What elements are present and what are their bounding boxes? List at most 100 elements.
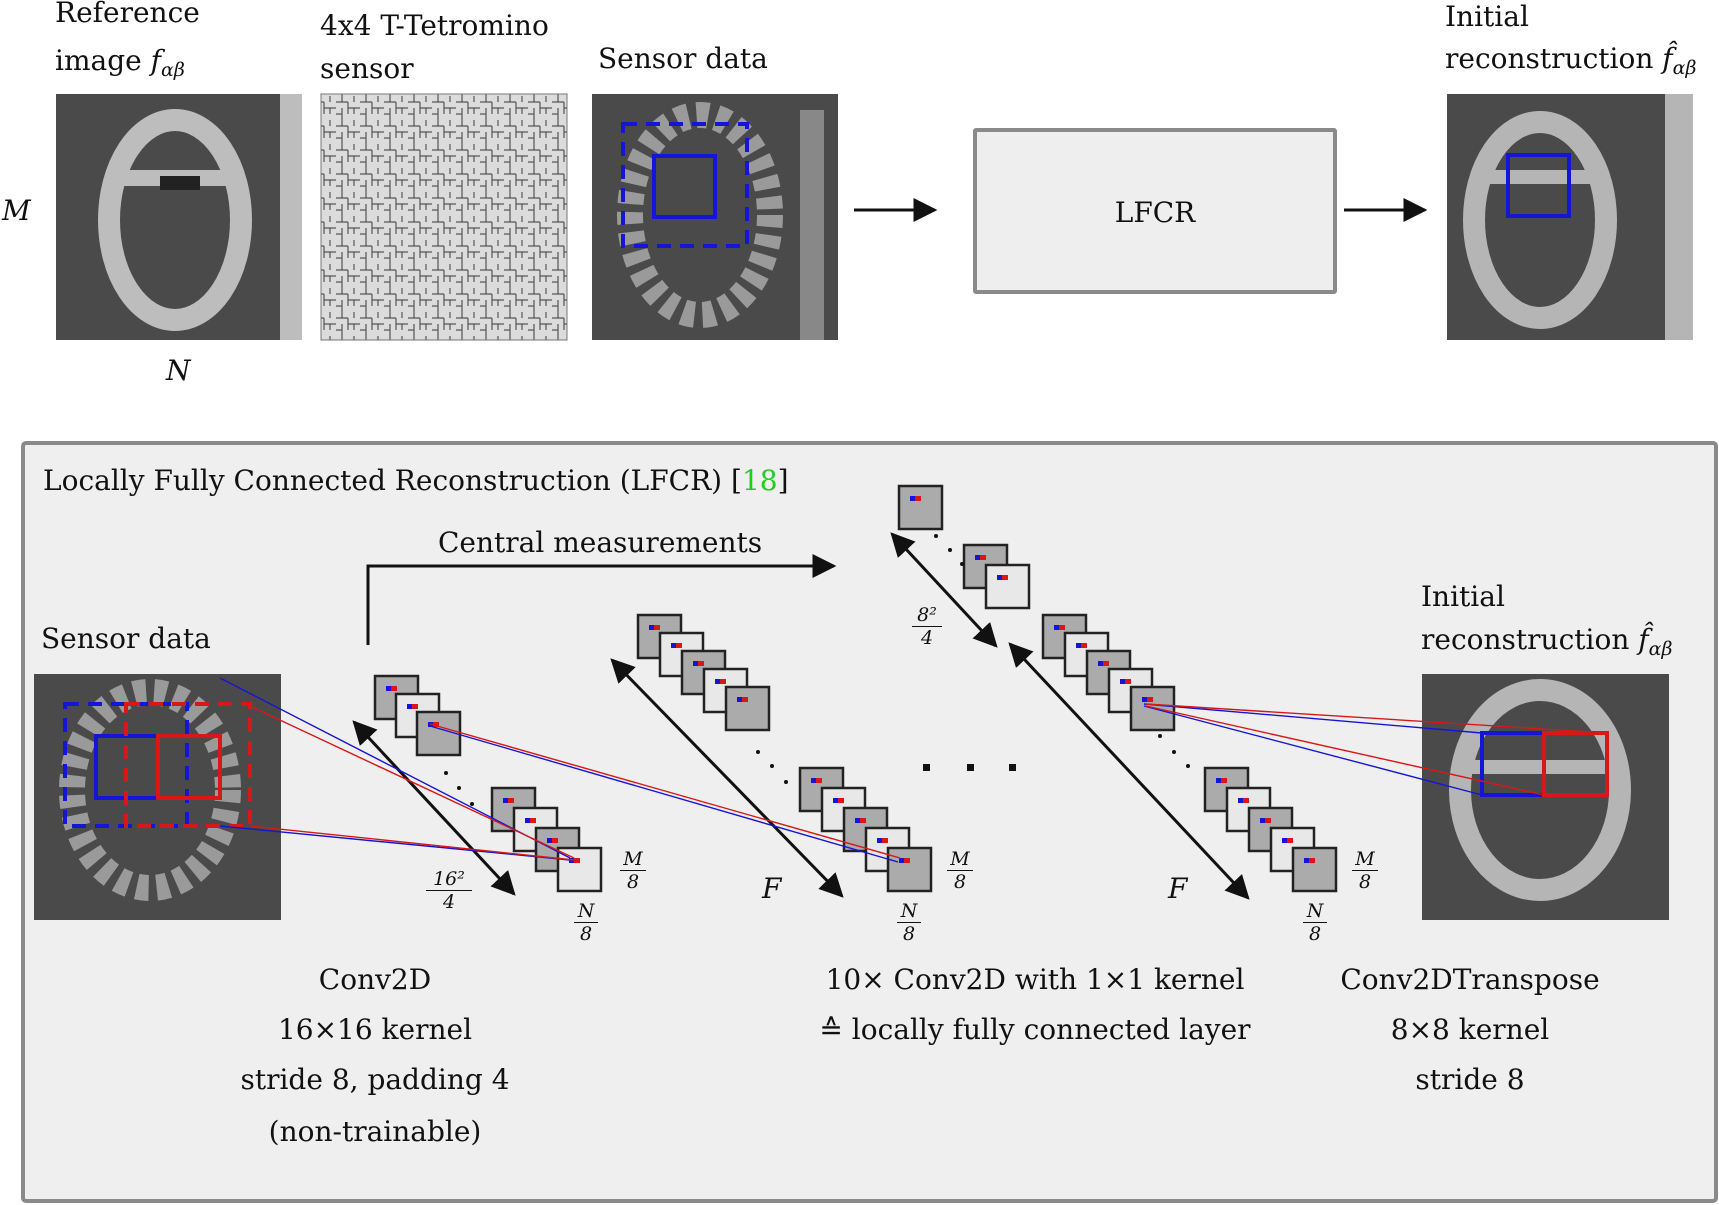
right-stack-b-pixel-blue-0 bbox=[1216, 778, 1221, 783]
mid-stack-a-pixel-blue-3 bbox=[715, 679, 720, 684]
central-measurements-arrow bbox=[366, 554, 837, 645]
mid-stack-a-pixel-blue-2 bbox=[693, 661, 698, 666]
mid-stack-b-pixel-blue-0 bbox=[811, 778, 816, 783]
central-stack-a-pixel-red-0 bbox=[915, 496, 921, 501]
conv-stack-b-pixel-red-1 bbox=[530, 818, 536, 823]
right-stack-b-pixel-blue-2 bbox=[1260, 818, 1265, 823]
right-stack-a-pixel-red-0 bbox=[1059, 625, 1065, 630]
mid-stack-a-pixel-blue-0 bbox=[649, 625, 654, 630]
frac-8-num: 8² bbox=[912, 604, 942, 627]
mid-stack-b-pixel-blue-1 bbox=[833, 798, 838, 803]
right-stack-b-pixel-red-2 bbox=[1265, 818, 1271, 823]
right-stack-b-pixel-blue-3 bbox=[1282, 838, 1287, 843]
connection-lines bbox=[219, 677, 1608, 863]
conv-stack-b-pixel-red-3 bbox=[574, 858, 580, 863]
recon-label-bottom-line1: Initial bbox=[1421, 580, 1505, 613]
mid-stack-a-pixel-red-4 bbox=[742, 697, 748, 702]
ellipsis-dots bbox=[444, 534, 1190, 806]
recon-bottom-symbol: f̂ bbox=[1638, 623, 1649, 656]
recon-bottom-label-text: reconstruction bbox=[1421, 623, 1630, 656]
f-label-right: F bbox=[1168, 872, 1188, 905]
right-stack-a-pixel-red-2 bbox=[1103, 661, 1109, 666]
lfcr-block-label: LFCR bbox=[1114, 196, 1196, 229]
central-stack-b-pixel-red-0 bbox=[980, 555, 986, 560]
right-stack-a-pixel-blue-4 bbox=[1142, 697, 1147, 702]
sensor-data-label: Sensor data bbox=[598, 42, 768, 75]
lfcr-block: LFCR bbox=[973, 128, 1337, 294]
tetromino-sensor-pattern bbox=[320, 93, 568, 341]
right-stack-a-pixel-blue-0 bbox=[1054, 625, 1059, 630]
dim-m-label: M bbox=[2, 194, 31, 227]
conv-stack-b-pixel-blue-2 bbox=[547, 838, 552, 843]
right-stack-b-pixel-red-0 bbox=[1221, 778, 1227, 783]
recon-bottom-subscript: αβ bbox=[1648, 638, 1673, 660]
sensor-pattern-label-line2: sensor bbox=[320, 52, 414, 85]
conv-stack-b-pixel-blue-0 bbox=[503, 798, 508, 803]
right-stack-b-pixel-red-4 bbox=[1309, 858, 1315, 863]
conv-stack-a-pixel-red-0 bbox=[391, 686, 397, 691]
right-stack-a-pixel-red-4 bbox=[1147, 697, 1153, 702]
initial-reconstruction-image bbox=[1447, 94, 1693, 340]
right-stack-a-pixel-red-3 bbox=[1125, 679, 1131, 684]
conv-stack-b-pixel-red-2 bbox=[552, 838, 558, 843]
arrow-f-mid bbox=[610, 658, 844, 898]
right-stack-b-map-4 bbox=[1291, 846, 1338, 893]
mid-caption-2: ≙ locally fully connected layer bbox=[819, 1013, 1251, 1046]
right-stack-b-pixel-blue-1 bbox=[1238, 798, 1243, 803]
mid-stack-b-pixel-red-2 bbox=[860, 818, 866, 823]
central-stack-b-pixel-red-1 bbox=[1002, 575, 1008, 580]
reference-image bbox=[56, 94, 302, 340]
dim-n-label: N bbox=[166, 354, 191, 387]
mid-stack-a-pixel-red-3 bbox=[720, 679, 726, 684]
sensor-dashed-blue-box bbox=[621, 122, 749, 248]
f-label-mid: F bbox=[762, 872, 782, 905]
arrow-central-channels bbox=[890, 532, 998, 648]
mid-stack-b-pixel-blue-2 bbox=[855, 818, 860, 823]
mid-stack-a-map-4 bbox=[724, 685, 771, 732]
recon-label-line2: reconstruction f̂αβ bbox=[1445, 42, 1696, 85]
citation-link: 18 bbox=[741, 464, 778, 497]
right-stack-b-pixel-blue-4 bbox=[1304, 858, 1309, 863]
sensor-data-label-bottom: Sensor data bbox=[41, 622, 211, 655]
central-stack-b-map-1 bbox=[984, 563, 1031, 610]
reference-symbol: f bbox=[150, 44, 161, 77]
reference-subscript: αβ bbox=[160, 59, 185, 81]
sensor-pattern-label-line1: 4x4 T-Tetromino bbox=[320, 9, 549, 42]
conv-stack-a-pixel-red-1 bbox=[412, 704, 418, 709]
mid-stack-b-pixel-blue-3 bbox=[877, 838, 882, 843]
mid-stack-b-pixel-red-1 bbox=[838, 798, 844, 803]
right-stack-a-pixel-red-1 bbox=[1081, 643, 1087, 648]
recon-label-bottom-line2: reconstruction f̂αβ bbox=[1421, 623, 1672, 666]
recon-label-text: reconstruction bbox=[1445, 42, 1654, 75]
arrow-f-right bbox=[1008, 642, 1250, 900]
conv-stack-a-pixel-blue-1 bbox=[407, 704, 412, 709]
mid-stack-a-pixel-blue-1 bbox=[671, 643, 676, 648]
initial-reconstruction-image-bottom bbox=[1422, 674, 1669, 920]
frac-16-den: 4 bbox=[442, 891, 456, 913]
trans-caption-3: stride 8 bbox=[1415, 1063, 1525, 1096]
mid-stack-a-pixel-blue-4 bbox=[737, 697, 742, 702]
right-stack-b-pixel-red-1 bbox=[1243, 798, 1249, 803]
conv-caption-1: Conv2D bbox=[318, 963, 432, 996]
reference-label-text: image bbox=[55, 44, 142, 77]
mid-stack-a-pixel-red-0 bbox=[654, 625, 660, 630]
sensor-data-image bbox=[592, 94, 838, 340]
recon-subscript: αβ bbox=[1672, 57, 1697, 79]
mid-stack-a-pixel-red-2 bbox=[698, 661, 704, 666]
reference-label-line1: Reference bbox=[55, 0, 200, 29]
mid-stack-b-pixel-red-3 bbox=[882, 838, 888, 843]
central-stack-a-map-0 bbox=[897, 484, 944, 531]
conv-caption-2: 16×16 kernel bbox=[277, 1013, 473, 1046]
right-stack-a-pixel-blue-3 bbox=[1120, 679, 1125, 684]
central-measurements-label: Central measurements bbox=[438, 526, 763, 559]
sensor-solid-blue-box bbox=[652, 154, 717, 219]
